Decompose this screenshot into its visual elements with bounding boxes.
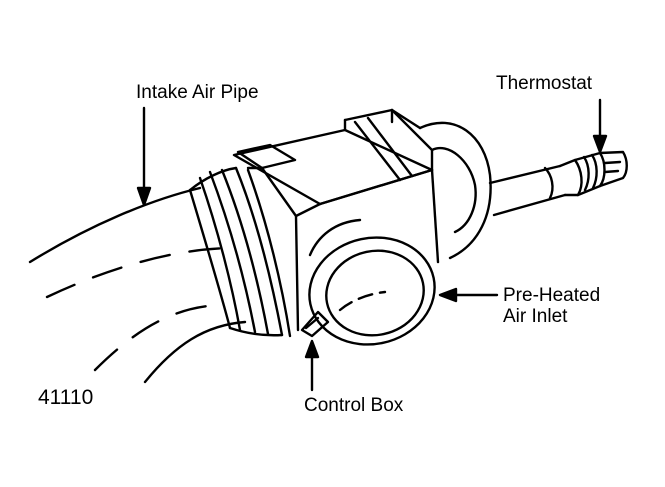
figure-number: 41110 <box>38 386 94 409</box>
control-box-valve <box>300 310 330 338</box>
label-intake-air-pipe: Intake Air Pipe <box>136 82 259 103</box>
thermostat-section <box>390 108 628 260</box>
pre-heated-air-inlet <box>308 218 436 346</box>
arrow-control-box-head <box>304 339 320 359</box>
label-pre-heated-line1: Pre-Heated <box>503 285 601 306</box>
label-thermostat: Thermostat <box>496 73 593 94</box>
label-control-box: Control Box <box>304 395 404 416</box>
intake-air-pipe <box>28 186 247 384</box>
label-pre-heated-air-inlet: Pre-Heated Air Inlet <box>503 285 600 327</box>
leader-arrows <box>136 98 608 392</box>
arrow-intake-air-pipe-head <box>136 186 152 207</box>
arrow-pre-heated-air-inlet-head <box>438 287 458 303</box>
control-box-housing <box>232 108 440 332</box>
label-pre-heated-line2: Air Inlet <box>503 306 568 327</box>
pipe-clamp <box>188 166 292 338</box>
arrow-thermostat-head <box>592 134 608 154</box>
